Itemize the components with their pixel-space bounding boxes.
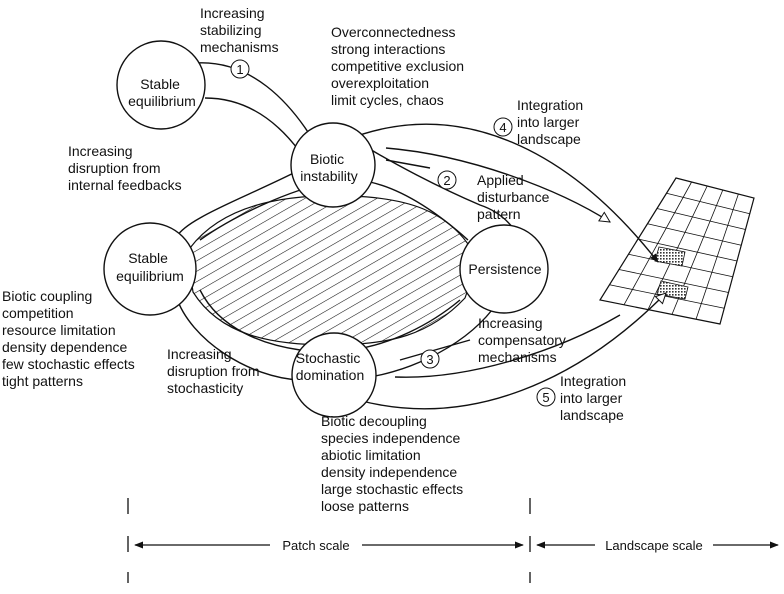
- grid-row-line: [656, 208, 746, 230]
- annotation-disruption-stochasticity: Increasing disruption from stochasticity: [167, 346, 263, 396]
- node-stable-top-label: Stable equilibrium: [128, 76, 196, 109]
- node-persistence: [459, 224, 549, 314]
- pathway-marker-3: 3: [420, 349, 440, 369]
- grid-row-line: [609, 284, 725, 309]
- scale-bar: [127, 498, 779, 583]
- channel-3-stub: [399, 339, 471, 361]
- annotation-integration-4: Integration into larger landscape: [517, 97, 587, 147]
- node-persistence-label: Persistence: [468, 261, 541, 277]
- pathway-marker-4: 4: [493, 117, 513, 137]
- channel-1-upper: [195, 62, 319, 149]
- svg-text:2: 2: [443, 173, 450, 188]
- hatched-center: [189, 195, 470, 346]
- annotation-increasing-stabilizing: Increasing stabilizing mechanisms: [200, 5, 279, 55]
- annotation-overconnectedness: Overconnectedness strong interactions co…: [331, 24, 468, 108]
- landscape-grid: [599, 177, 755, 325]
- pathway-marker-1: 1: [230, 59, 250, 79]
- node-stable-left-label: Stable equilibrium: [116, 250, 184, 284]
- svg-text:5: 5: [542, 390, 549, 405]
- node-stable-left: [103, 222, 197, 316]
- outer-loop-boundary: [173, 142, 531, 381]
- channel-2: [385, 147, 610, 222]
- grid-row-line: [637, 238, 738, 262]
- channel-2-stub: [385, 159, 431, 169]
- node-stochastic-domination: [291, 332, 377, 418]
- pathway-marker-2: 2: [437, 170, 457, 190]
- channel-4-edge: [345, 123, 659, 263]
- nodes: [103, 40, 549, 418]
- svg-text:1: 1: [236, 62, 243, 77]
- annotation-biotic-decoupling: Biotic decoupling species independence a…: [321, 413, 467, 514]
- grid-row-line: [647, 223, 742, 246]
- node-stochastic-domination-label: Stochastic domination: [296, 350, 365, 383]
- annotation-biotic-coupling: Biotic coupling competition resource lim…: [2, 288, 139, 389]
- annotation-disruption-internal: Increasing disruption from internal feed…: [68, 143, 182, 193]
- node-stable-top: [116, 40, 206, 130]
- channel-1-lower: [204, 97, 301, 153]
- svg-text:4: 4: [499, 120, 506, 135]
- svg-text:3: 3: [426, 352, 433, 367]
- landscape-scale-label: Landscape scale: [605, 538, 703, 553]
- patch-scale-label: Patch scale: [282, 538, 349, 553]
- node-biotic-instability-label: Biotic instability: [300, 151, 358, 184]
- pathway-marker-5: 5: [536, 387, 556, 407]
- channel-3: [394, 314, 621, 378]
- annotation-applied-disturbance: Applied disturbance pattern: [477, 172, 553, 222]
- annotation-increasing-compensatory: Increasing compensatory mechanisms: [478, 315, 570, 365]
- grid-row-line: [618, 269, 729, 293]
- annotation-integration-5: Integration into larger landscape: [560, 373, 630, 423]
- grid-row-line: [666, 192, 750, 215]
- node-biotic-instability: [290, 122, 376, 208]
- channel-5-edge: [357, 293, 666, 410]
